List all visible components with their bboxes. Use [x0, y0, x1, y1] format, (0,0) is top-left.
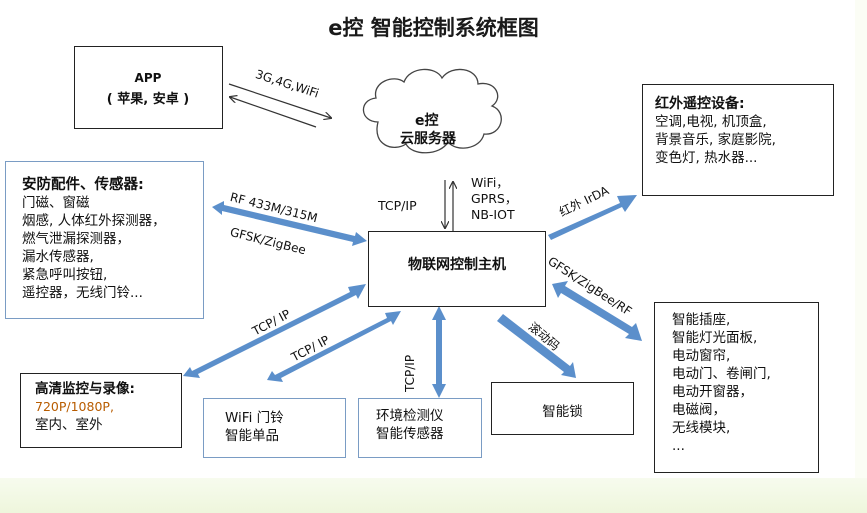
page-title: e控 智能控制系统框图: [328, 16, 539, 40]
smart-devices-box: 智能插座, 智能灯光面板, 电动窗帘, 电动门、卷闸门, 电动开窗器， 电磁阀，…: [654, 302, 819, 473]
security-item: 门磁、窗磁: [22, 195, 90, 211]
lock-label: 智能锁: [542, 404, 583, 420]
security-box: 安防配件、传感器: 门磁、窗磁 烟感, 人体红外探测器， 燃气泄漏探测器， 漏水…: [5, 161, 204, 319]
smart-device-item: 智能灯光面板,: [672, 330, 758, 346]
env-sensor-box: 环境检测仪 智能传感器: [358, 398, 482, 458]
wifi-bell-arrow: [267, 311, 401, 382]
smart-device-item: 智能插座,: [672, 312, 731, 328]
cloud-label: e控: [415, 113, 439, 129]
cctv-heading: 高清监控与录像:: [35, 381, 135, 397]
cloud-hub-gprs-label: GPRS，: [471, 191, 518, 206]
cloud-to-app-arrow: [230, 97, 317, 128]
smart-lock-box: 智能锁: [491, 382, 634, 435]
smart-arrow: [552, 281, 642, 341]
security-heading: 安防配件、传感器:: [22, 177, 144, 193]
wifi-doorbell-label: WiFi 门铃: [225, 410, 284, 426]
smart-sensor-label: 智能传感器: [376, 426, 444, 442]
ir-arrow: [548, 195, 637, 240]
background-strip: [855, 0, 867, 478]
cctv-box: 高清监控与录像: 720P/1080P, 室内、室外: [20, 373, 182, 448]
env-arrow: [432, 306, 446, 398]
env-link-label: TCP/IP: [403, 354, 417, 392]
cloud-subtitle: 云服务器: [400, 131, 456, 147]
smart-gadget-label: 智能单品: [225, 428, 279, 444]
security-item: 燃气泄漏探测器，: [22, 231, 130, 247]
security-item: 漏水传感器,: [22, 249, 94, 265]
cctv-location: 室内、室外: [35, 417, 103, 433]
rf-arrow: [212, 201, 367, 246]
smart-device-item: 电磁阀，: [672, 402, 726, 418]
grass-background: [0, 478, 867, 513]
smart-device-item: 电动开窗器，: [672, 384, 753, 400]
ir-device-item: 背景音乐, 家庭影院,: [655, 132, 776, 148]
hub-label: 物联网控制主机: [408, 257, 506, 273]
smart-device-item: 无线模块,: [672, 420, 731, 436]
cctv-arrow: [183, 284, 366, 378]
app-label: APP: [134, 71, 162, 85]
security-item: 紧急呼叫按钮,: [22, 267, 108, 283]
cloud-hub-nbiot-label: NB-IOT: [471, 207, 515, 222]
ir-device-item: 变色灯, 热水器...: [655, 150, 758, 166]
ir-devices-heading: 红外遥控设备:: [655, 96, 745, 112]
app-platforms: ( 苹果, 安卓 ): [106, 92, 190, 107]
cloud-hub-tcp-label: TCP/IP: [378, 198, 417, 213]
cctv-resolution: 720P/1080P,: [35, 399, 114, 414]
lock-arrow: [497, 314, 576, 378]
app-to-cloud-arrow: [228, 83, 331, 118]
ir-device-item: 空调,电视, 机顶盒,: [655, 114, 767, 130]
iot-hub-box: 物联网控制主机: [368, 231, 546, 307]
security-item: 烟感, 人体红外探测器，: [22, 213, 166, 229]
wifi-doorbell-box: WiFi 门铃 智能单品: [203, 398, 346, 458]
smart-device-item: ...: [672, 438, 685, 454]
smart-device-item: 电动门、卷闸门,: [672, 366, 771, 382]
ir-devices-box: 红外遥控设备: 空调,电视, 机顶盒, 背景音乐, 家庭影院, 变色灯, 热水器…: [642, 84, 834, 196]
cloud-shape: [362, 68, 502, 154]
security-item: 遥控器，无线门铃...: [22, 285, 143, 301]
cloud-hub-wifi-label: WiFi，: [471, 175, 509, 190]
app-box: APP ( 苹果, 安卓 ): [74, 46, 223, 129]
env-monitor-label: 环境检测仪: [376, 408, 444, 424]
smart-device-item: 电动窗帘,: [672, 348, 731, 364]
